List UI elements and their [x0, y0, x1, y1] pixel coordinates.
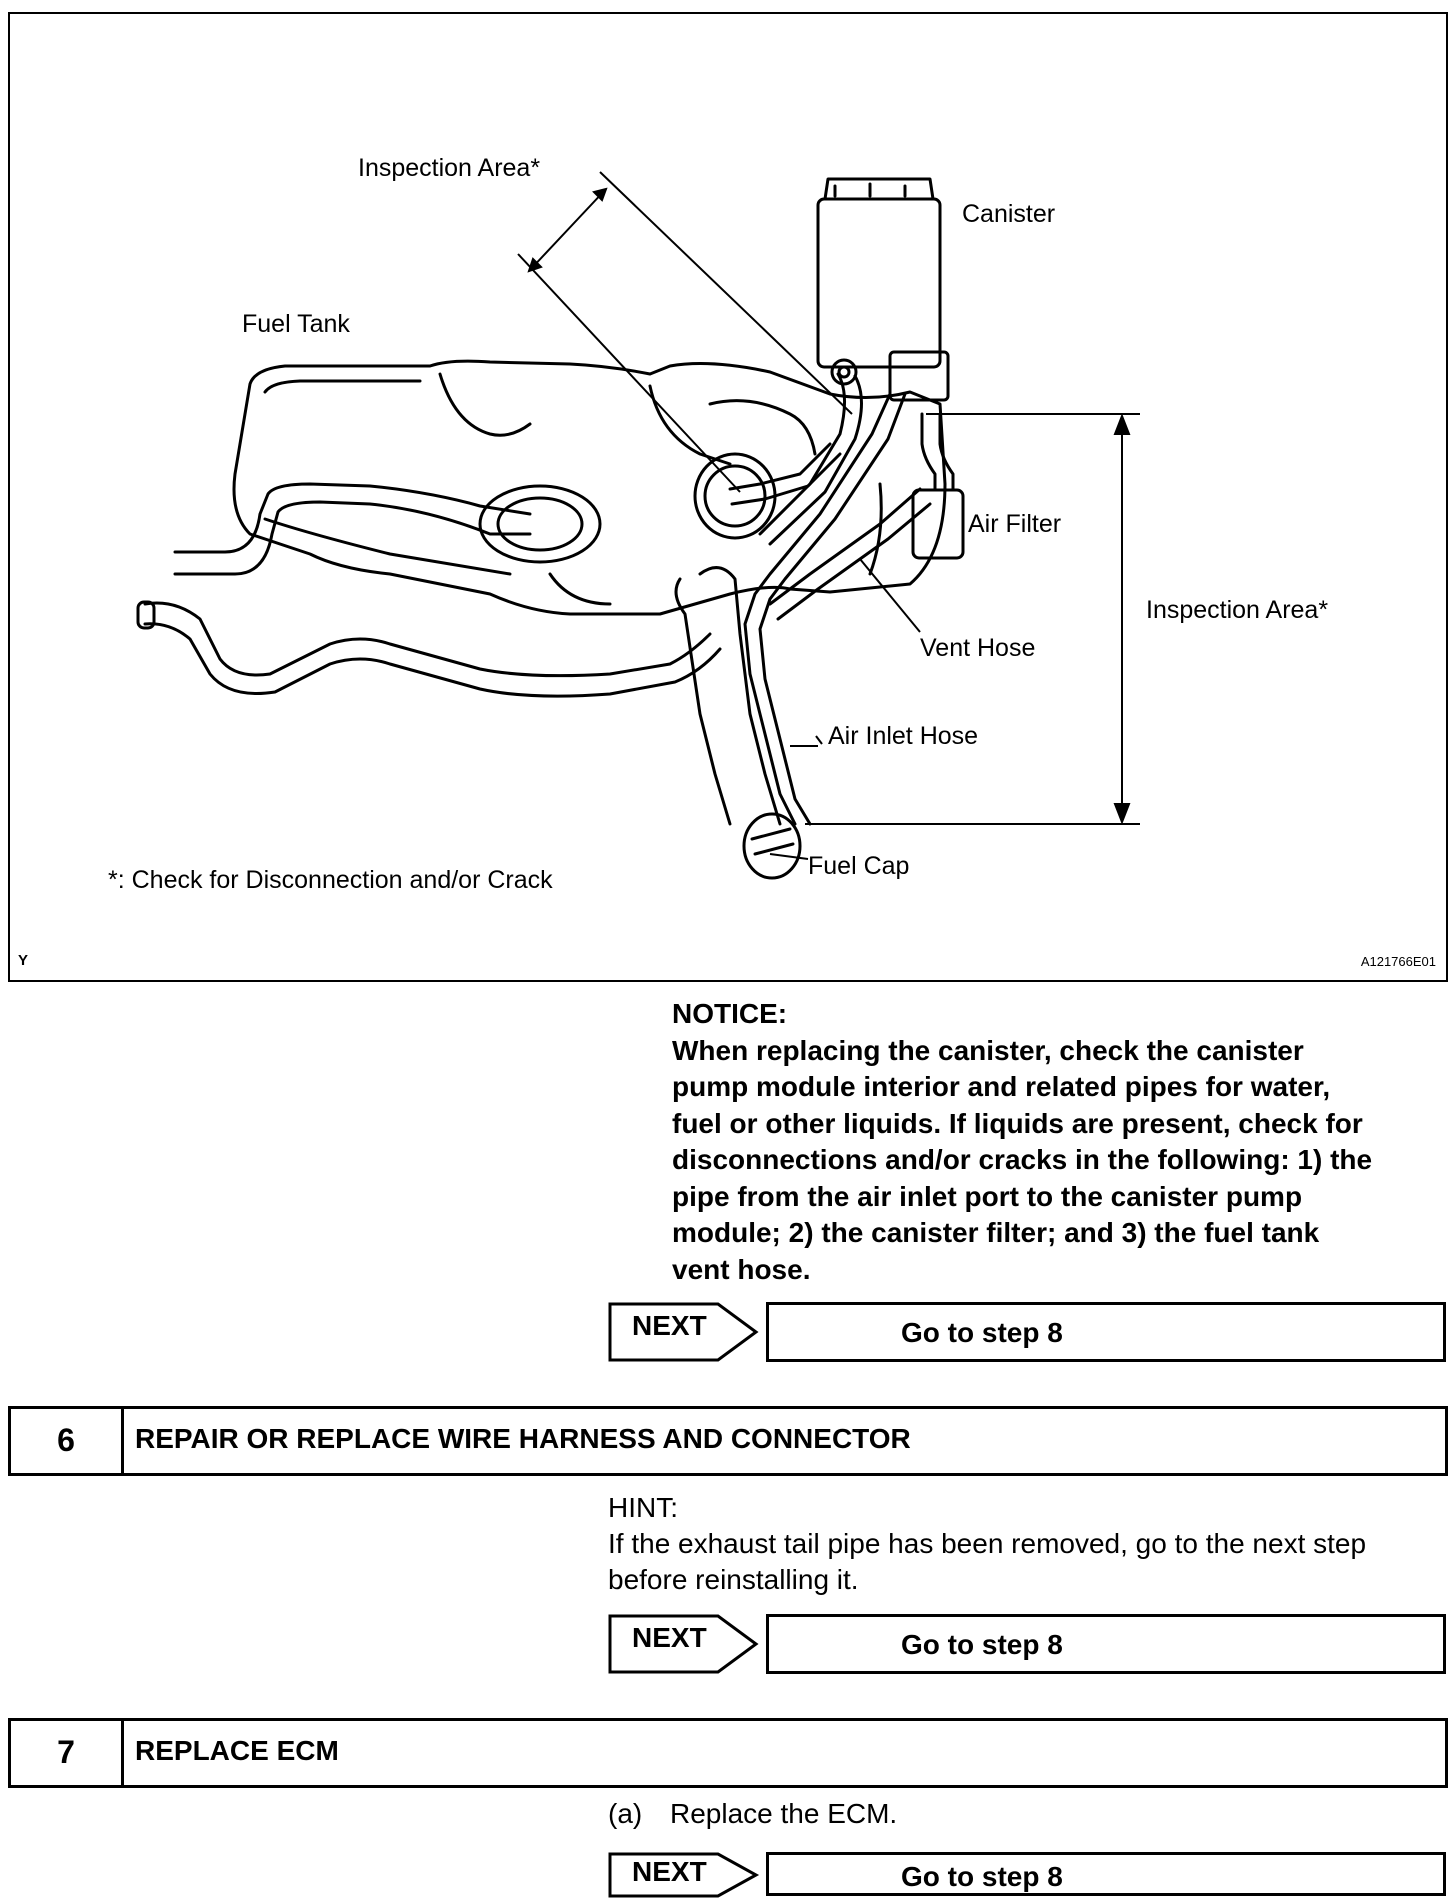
fuel-tank-label: Fuel Tank: [242, 310, 350, 338]
next-row: NEXT Go to step 8: [608, 1302, 1448, 1364]
next-arrow-icon: [608, 1614, 759, 1674]
air-inlet-hose-label: Air Inlet Hose: [828, 722, 979, 750]
go-to-step-link[interactable]: Go to step 8: [766, 1852, 1446, 1896]
notice-line: disconnections and/or cracks in the foll…: [672, 1144, 1373, 1175]
step-number: 7: [11, 1721, 124, 1785]
canister-label: Canister: [962, 200, 1056, 228]
canister-body: [816, 197, 942, 369]
next-button[interactable]: NEXT: [632, 1622, 707, 1653]
notice-line: fuel or other liquids. If liquids are pr…: [672, 1107, 1363, 1139]
figure-id: A121766E01: [1360, 954, 1436, 969]
next-button[interactable]: NEXT: [632, 1310, 707, 1341]
notice-line: module; 2) the canister filter; and 3) t…: [672, 1217, 1320, 1248]
hint-label: HINT:: [608, 1492, 678, 1523]
fuel-tank-illustration: [136, 171, 1140, 880]
fuel-system-diagram: Inspection Area* Canister Fuel Tank Air …: [8, 12, 1448, 982]
air-filter-body: [911, 488, 965, 560]
step-title: REPLACE ECM: [135, 1735, 339, 1766]
figure-corner-code: Y: [18, 952, 29, 969]
next-arrow-icon: [608, 1852, 760, 1898]
go-to-step-link[interactable]: Go to step 8: [766, 1302, 1446, 1362]
footnote: *: Check for Disconnection and/or Crack: [108, 866, 553, 894]
step-title: REPAIR OR REPLACE WIRE HARNESS AND CONNE…: [135, 1423, 911, 1454]
next-button[interactable]: NEXT: [632, 1856, 707, 1887]
notice-line: pump module interior and related pipes f…: [672, 1071, 1331, 1102]
next-arrow-icon: [608, 1302, 759, 1362]
notice-heading: NOTICE:: [672, 998, 788, 1029]
fuel-cap-label: Fuel Cap: [808, 852, 910, 880]
item-marker: (a): [608, 1798, 643, 1829]
step-7-header: 7 REPLACE ECM: [8, 1718, 1448, 1788]
item-text: Replace the ECM.: [670, 1798, 898, 1829]
notice-block: NOTICE: When replacing the canister, che…: [672, 996, 1442, 1288]
hint-block: HINT: If the exhaust tail pipe has been …: [608, 1490, 1448, 1598]
hint-line: If the exhaust tail pipe has been remove…: [608, 1528, 1367, 1559]
step-number: 6: [11, 1409, 124, 1473]
inspection-area-right-label: Inspection Area*: [1146, 596, 1329, 624]
step-7-item: (a) Replace the ECM.: [608, 1796, 1448, 1832]
step-6-header: 6 REPAIR OR REPLACE WIRE HARNESS AND CON…: [8, 1406, 1448, 1476]
notice-line: When replacing the canister, check the c…: [672, 1034, 1304, 1066]
air-filter-label: Air Filter: [968, 510, 1062, 538]
notice-line: pipe from the air inlet port to the cani…: [672, 1180, 1303, 1212]
inspection-area-top-label: Inspection Area*: [358, 154, 541, 182]
hint-line: before reinstalling it.: [608, 1564, 859, 1595]
next-row: NEXT Go to step 8: [608, 1614, 1448, 1676]
go-to-step-link[interactable]: Go to step 8: [766, 1614, 1446, 1674]
next-row: NEXT Go to step 8: [608, 1852, 1448, 1898]
vent-hose-label: Vent Hose: [920, 634, 1036, 662]
fuel-cap-shape: [742, 812, 802, 880]
notice-line: vent hose.: [672, 1253, 811, 1285]
